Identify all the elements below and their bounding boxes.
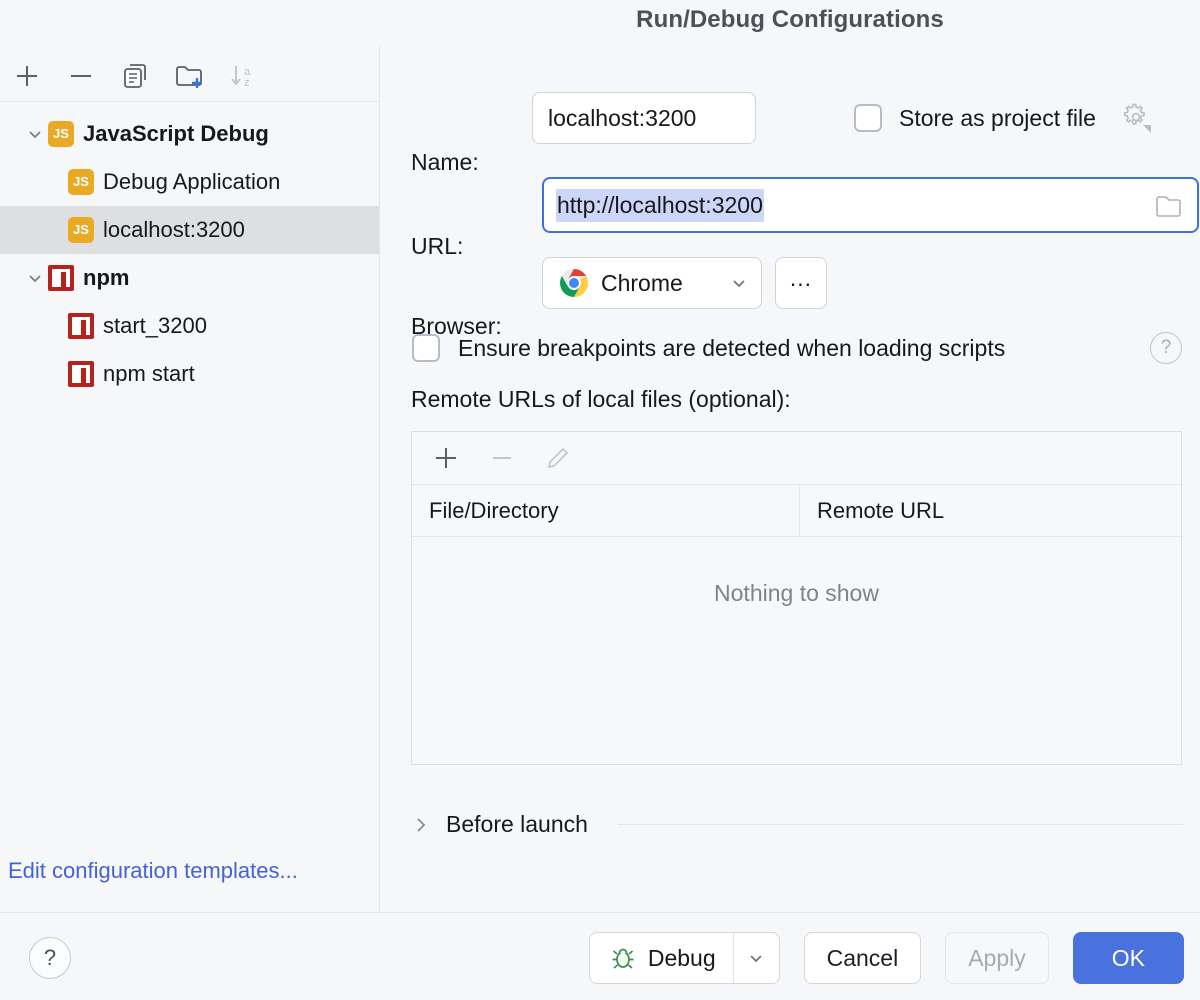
tree-item-npm-start[interactable]: npm start [0,350,379,398]
bug-icon [609,944,637,972]
tree-item-label: Debug Application [103,169,281,194]
remote-urls-header-row: File/Directory Remote URL [412,485,1181,537]
ensure-breakpoints-checkbox[interactable] [412,334,440,362]
remove-remote-url-button[interactable] [486,442,518,474]
ensure-breakpoints-label: Ensure breakpoints are detected when loa… [458,334,1006,361]
chrome-icon [559,268,589,298]
remote-urls-label: Remote URLs of local files (optional): [411,386,791,412]
before-launch-section[interactable]: Before launch [412,811,1183,838]
folder-icon[interactable] [1153,193,1183,221]
configuration-form: Name: localhost:3200 Store as project fi… [380,46,1200,912]
name-label: Name: [411,149,479,175]
chevron-right-icon[interactable] [412,814,430,836]
tree-item-localhost-3200[interactable]: JS localhost:3200 [0,206,379,254]
url-input[interactable]: http://localhost:3200 [542,177,1199,233]
npm-icon [68,361,94,387]
copy-configuration-button[interactable] [118,59,152,93]
browser-value: Chrome [601,269,683,296]
tree-item-label: npm start [103,361,195,386]
remote-urls-table: File/Directory Remote URL Nothing to sho… [411,431,1182,765]
help-button[interactable]: ? [29,937,71,979]
pencil-icon[interactable] [542,442,574,474]
npm-icon [48,265,74,291]
store-as-project-file-checkbox[interactable] [854,104,882,132]
sort-configurations-button[interactable]: a z [226,59,260,93]
store-as-project-file-label: Store as project file [899,104,1096,131]
toolbar-separator [0,101,379,102]
debug-button-label: Debug [647,944,716,971]
section-divider [617,824,1183,825]
footer-separator [0,912,1200,913]
add-configuration-button[interactable] [10,59,44,93]
tree-item-start-3200[interactable]: start_3200 [0,302,379,350]
column-header-remote-url[interactable]: Remote URL [817,497,945,523]
gear-icon[interactable] [1121,103,1151,133]
configurations-sidebar: a z JS JavaScript Debug JS Debug Applica… [0,0,379,912]
js-icon: JS [68,169,94,195]
chevron-down-icon[interactable] [729,273,749,293]
ensure-breakpoints-row: Ensure breakpoints are detected when loa… [412,332,1182,364]
svg-text:a: a [244,66,251,78]
debug-dropdown-button[interactable] [732,933,779,983]
browser-select[interactable]: Chrome [542,257,762,309]
tree-item-label: start_3200 [103,313,207,338]
browser-more-button[interactable]: ... [775,257,827,309]
svg-text:z: z [244,77,250,89]
tree-group-javascript-debug[interactable]: JS JavaScript Debug [0,110,379,158]
new-folder-button[interactable] [172,59,206,93]
tree-item-label: JavaScript Debug [83,121,269,146]
dialog-title: Run/Debug Configurations [636,6,944,33]
configurations-tree: JS JavaScript Debug JS Debug Application… [0,110,379,398]
npm-icon [68,313,94,339]
chevron-down-icon[interactable] [22,125,48,143]
dialog-buttons: Debug Cancel Apply OK [588,932,1184,984]
js-icon: JS [68,217,94,243]
ok-button[interactable]: OK [1072,932,1184,984]
question-circle-icon[interactable]: ? [1150,332,1182,364]
js-icon: JS [48,121,74,147]
apply-button[interactable]: Apply [945,932,1049,984]
column-header-file-directory[interactable]: File/Directory [412,485,800,536]
tree-item-label: localhost:3200 [103,217,245,242]
panel-divider [379,46,380,912]
add-remote-url-button[interactable] [430,442,462,474]
name-input[interactable]: localhost:3200 [532,92,756,144]
sidebar-toolbar: a z [0,50,379,102]
chevron-down-icon[interactable] [22,269,48,287]
remote-urls-toolbar [412,432,1181,485]
url-label: URL: [411,233,464,259]
debug-button[interactable]: Debug [588,932,780,984]
store-as-project-file-row: Store as project file [854,103,1151,133]
tree-item-label: npm [83,265,130,290]
url-value: http://localhost:3200 [556,188,764,222]
tree-item-debug-application[interactable]: JS Debug Application [0,158,379,206]
remove-configuration-button[interactable] [64,59,98,93]
tree-group-npm[interactable]: npm [0,254,379,302]
edit-configuration-templates-link[interactable]: Edit configuration templates... [8,858,298,883]
before-launch-label: Before launch [446,811,588,837]
cancel-button[interactable]: Cancel [803,932,922,984]
debug-button-main[interactable]: Debug [590,933,733,983]
remote-urls-empty-message: Nothing to show [714,580,879,606]
